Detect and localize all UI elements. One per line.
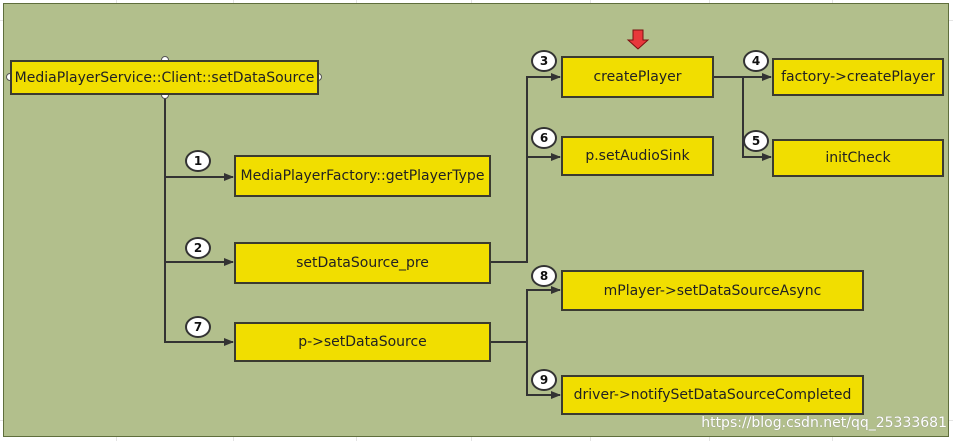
node-p-set-data-source[interactable]: p->setDataSource [234,322,491,362]
step-badge-1: 1 [185,150,211,172]
node-driver-notify[interactable]: driver->notifySetDataSourceCompleted [561,375,864,415]
node-label: p->setDataSource [298,334,427,350]
node-init-check[interactable]: initCheck [772,139,944,177]
step-badge-7: 7 [185,316,211,338]
node-create-player[interactable]: createPlayer [561,56,714,98]
step-badge-8: 8 [531,265,557,287]
node-get-player-type[interactable]: MediaPlayerFactory::getPlayerType [234,155,491,197]
node-set-audio-sink[interactable]: p.setAudioSink [561,136,714,176]
step-badge-3: 3 [531,50,557,72]
root-node[interactable]: MediaPlayerService::Client::setDataSourc… [10,60,319,95]
step-badge-2: 2 [185,237,211,259]
node-label: mPlayer->setDataSourceAsync [603,282,822,299]
node-factory-create-player[interactable]: factory->createPlayer [772,58,944,96]
connector-root-7 [164,262,234,346]
node-label: setDataSource_pre [296,255,429,271]
connector-p-8 [491,286,561,343]
node-label: driver->notifySetDataSourceCompleted [573,387,852,403]
node-mplayer-set-data-source-async[interactable]: mPlayer->setDataSourceAsync [561,270,864,311]
watermark: https://blog.csdn.net/qq_25333681 [701,415,947,431]
step-badge-4: 4 [743,50,769,72]
connector-pre-3 [491,73,561,263]
node-label: MediaPlayerFactory::getPlayerType [240,168,485,184]
red-down-arrow-icon [626,29,650,50]
root-node-label: MediaPlayerService::Client::setDataSourc… [14,69,315,86]
connector-create-5 [742,77,772,161]
node-label: createPlayer [593,69,682,85]
node-label: initCheck [825,150,891,166]
step-badge-9: 9 [531,369,557,391]
connector-p-9 [526,342,561,399]
node-set-data-source-pre[interactable]: setDataSource_pre [234,242,491,284]
step-badge-6: 6 [531,127,557,149]
step-badge-5: 5 [743,130,769,152]
node-label: p.setAudioSink [585,148,690,164]
node-label: factory->createPlayer [781,69,935,85]
